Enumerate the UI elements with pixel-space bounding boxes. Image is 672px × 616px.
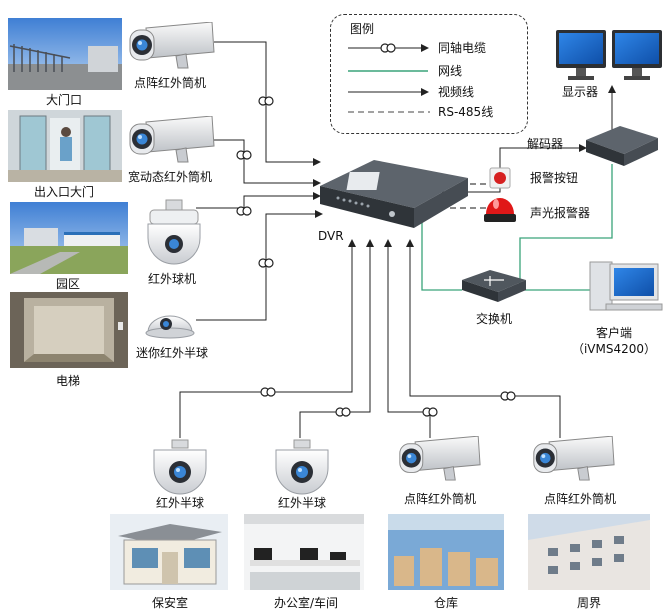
- bottom-camera-label-4: 点阵红外筒机: [543, 492, 617, 506]
- legend-item-rs485: RS-485线: [438, 105, 494, 119]
- siren-label: 声光报警器: [530, 206, 591, 220]
- bottom-camera-label-1: 红外半球: [155, 496, 205, 510]
- siren-device: [484, 198, 516, 222]
- display-label: 显示器: [561, 85, 599, 99]
- photo-warehouse: [388, 514, 504, 590]
- legend-item-coax: 同轴电缆: [438, 41, 487, 55]
- dome-camera-security: [153, 439, 207, 495]
- left-camera-label-1: 点阵红外筒机: [133, 76, 207, 90]
- dvr-label: DVR: [318, 229, 344, 243]
- photo-park: [10, 202, 128, 274]
- dome-camera-office: [275, 439, 329, 495]
- left-location-label-4: 电梯: [55, 374, 81, 388]
- photo-entrance: [8, 110, 122, 182]
- legend-title: 图例: [350, 22, 375, 36]
- photo-office: [244, 514, 364, 590]
- decoder-label: 解码器: [527, 137, 564, 151]
- legend-item-network: 网线: [438, 64, 463, 78]
- switch-label: 交换机: [475, 312, 513, 326]
- photo-elevator: [10, 292, 128, 368]
- legend: [348, 43, 430, 113]
- legend-frame: [330, 14, 528, 134]
- network-lines: [421, 164, 613, 291]
- bullet-camera-2: [129, 116, 215, 163]
- client-pc: [589, 261, 663, 311]
- left-location-label-3: 园区: [55, 277, 81, 291]
- photo-perimeter: [528, 514, 650, 590]
- bullet-camera-1: [129, 22, 215, 69]
- bottom-location-label-3: 仓库: [433, 596, 459, 610]
- decoder-device: [586, 126, 658, 166]
- bottom-location-label-4: 周界: [576, 596, 602, 610]
- client-sub-label: （iVMS4200）: [571, 342, 657, 356]
- coax-markers: [236, 96, 516, 417]
- legend-item-video: 视频线: [438, 85, 475, 99]
- left-camera-label-3: 红外球机: [147, 272, 197, 286]
- bottom-camera-label-3: 点阵红外筒机: [403, 492, 477, 506]
- left-location-label-2: 出入口大门: [33, 185, 95, 199]
- client-label: 客户端: [595, 326, 633, 340]
- dvr-device: [320, 160, 468, 228]
- bottom-location-label-2: 办公室/车间: [273, 596, 339, 610]
- mini-dome-camera: [145, 315, 195, 339]
- dual-monitors: [556, 30, 662, 80]
- left-camera-label-4: 迷你红外半球: [135, 346, 209, 360]
- alarm-button-label: 报警按钮: [530, 171, 579, 185]
- alarm-button-device: [489, 167, 511, 189]
- bullet-camera-warehouse: [399, 436, 481, 481]
- left-camera-label-2: 宽动态红外筒机: [127, 170, 213, 184]
- photo-guard-room: [110, 514, 228, 590]
- bottom-camera-label-2: 红外半球: [277, 496, 327, 510]
- photo-gate: [8, 18, 122, 90]
- bottom-location-label-1: 保安室: [151, 596, 189, 610]
- network-switch: [462, 270, 526, 302]
- left-location-label-1: 大门口: [45, 93, 83, 107]
- bullet-camera-perimeter: [533, 436, 615, 481]
- ptz-dome-camera: [147, 199, 201, 265]
